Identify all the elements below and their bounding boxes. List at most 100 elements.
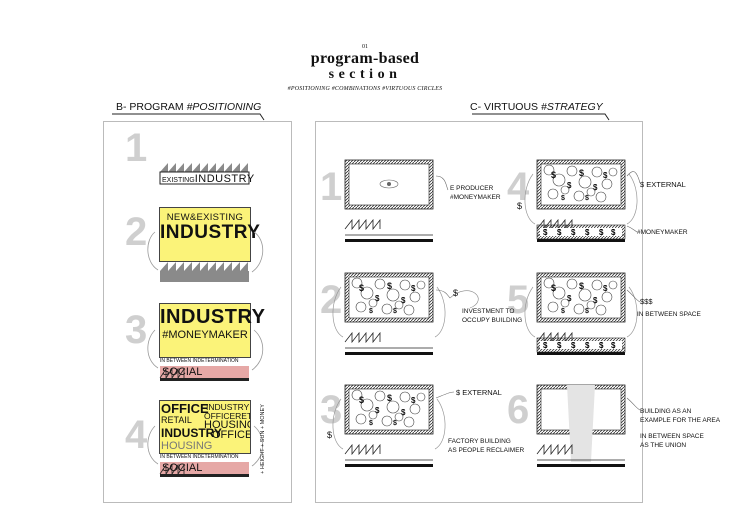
dollar-sign: $ <box>551 283 556 293</box>
dollar-sign: $ <box>599 341 604 350</box>
bubble <box>386 400 400 414</box>
bubble <box>368 298 378 308</box>
header-tags: #POSITIONING #COMBINATIONS #VIRTUOUS CIR… <box>287 86 443 92</box>
arrow-r5 <box>626 289 641 303</box>
industry-large-label: INDUSTRY <box>160 222 261 243</box>
dollar-sign: $ <box>585 228 590 237</box>
right-step-6-number: 6 <box>507 388 530 432</box>
r4-top-label: $ EXTERNAL <box>640 180 686 189</box>
producer-core <box>387 182 391 186</box>
bubble <box>394 300 404 310</box>
bubble <box>573 190 585 202</box>
bubble <box>552 286 566 300</box>
bubble <box>394 412 404 422</box>
bubble <box>368 410 378 420</box>
indetermination-label-4: IN BETWEEN INDETERMINATION <box>160 454 239 460</box>
new-existing-label: NEW&EXISTING <box>166 212 244 223</box>
cycle-arrow <box>434 286 446 338</box>
bubble <box>360 286 374 300</box>
arrow-r1 <box>435 175 449 191</box>
sheet-number: 01 <box>362 44 368 50</box>
bubble <box>601 291 613 303</box>
word-industry-2: INDUSTRY <box>161 426 222 440</box>
bubble <box>578 288 592 302</box>
dollar-sign: $ <box>359 395 364 405</box>
bubble <box>591 166 603 178</box>
social-label-4: SOCIAL <box>162 462 203 474</box>
r4-bottom-label: #MONEYMAKER <box>637 229 688 236</box>
right-step-5-number: 5 <box>507 278 530 322</box>
cycle-arrow <box>434 398 446 450</box>
dollar-sign: $ <box>571 228 576 237</box>
dollar-sign: $ <box>393 420 397 427</box>
dollar-sign: $ <box>375 294 380 303</box>
r6-label-1: BUILDING AS AN <box>640 408 692 415</box>
bubble <box>360 398 374 412</box>
bubble <box>608 167 618 177</box>
bubble <box>560 185 570 195</box>
dollar-sign: $ <box>579 168 584 178</box>
dollar-sign: $ <box>585 308 589 315</box>
bubble <box>543 164 555 176</box>
dollar-sign: $ <box>411 284 416 293</box>
dollar-sign: $ <box>603 284 608 293</box>
cycle-arrow <box>332 398 344 450</box>
arrow-r6 <box>626 397 641 411</box>
arrow-r2 <box>435 289 451 299</box>
dollar-sign: $ <box>411 396 416 405</box>
bubble <box>416 280 426 290</box>
bubble <box>560 298 570 308</box>
dollar-sign: $ <box>567 294 572 303</box>
word-retail-2: RETAIL <box>161 415 192 425</box>
lower-inner <box>540 341 622 349</box>
word-retail-1: RETAIL <box>235 411 251 421</box>
r2-label-2: OCCUPY BUILDING <box>462 317 523 324</box>
ground-slab <box>537 464 625 467</box>
bubble <box>386 288 400 302</box>
dollar-sign: $ <box>561 195 565 202</box>
right-step-2-number: 2 <box>320 278 343 322</box>
bubble <box>601 178 613 190</box>
dollar-sign: $ <box>567 181 572 190</box>
dollar-sign: $ <box>401 296 406 305</box>
social-band-4 <box>160 462 249 474</box>
r3-top-label: $ EXTERNAL <box>456 388 502 397</box>
arrow-r3 <box>435 391 455 399</box>
dollar-sign: $ <box>571 341 576 350</box>
lower-inner <box>540 228 622 236</box>
bubble <box>578 175 592 189</box>
r5-label-1: $$$ <box>640 297 653 306</box>
bubble <box>543 277 555 289</box>
indetermination-label-3: IN BETWEEN INDETERMINATION <box>160 358 239 364</box>
cycle-arrow <box>626 173 638 225</box>
industry-block-2: NEW&EXISTING INDUSTRY <box>159 207 261 262</box>
right-title-prefix: C- VIRTUOUS <box>470 101 539 113</box>
cycle-arrow <box>626 286 638 338</box>
bubble <box>547 188 559 200</box>
dollar-sign: $ <box>393 308 397 315</box>
r6-label-3: IN BETWEEN SPACE <box>640 433 704 440</box>
bubble <box>566 278 578 290</box>
ground-slab <box>345 239 433 242</box>
loop-r2 <box>449 290 479 309</box>
r4-left-dollar: $ <box>517 201 523 211</box>
word-office-1: OFFICE <box>161 401 209 416</box>
bubble <box>399 391 411 403</box>
ground-slab <box>537 239 625 242</box>
cycle-arrow <box>524 173 536 225</box>
industry-word: INDUSTRY <box>194 173 255 185</box>
bubble <box>591 279 603 291</box>
existing-industry-label: EXISTINGINDUSTRY <box>162 173 255 185</box>
r5-label-2: IN BETWEEN SPACE <box>637 311 701 318</box>
right-step-4-number: 4 <box>507 165 530 209</box>
bubble <box>355 301 367 313</box>
sawtooth-roof <box>344 218 381 231</box>
r3-left-dollar: $ <box>327 430 333 440</box>
bubble <box>403 304 415 316</box>
frame-inner <box>540 276 622 319</box>
sawtooth-roof <box>536 443 573 456</box>
cycle-arrow <box>332 286 344 338</box>
